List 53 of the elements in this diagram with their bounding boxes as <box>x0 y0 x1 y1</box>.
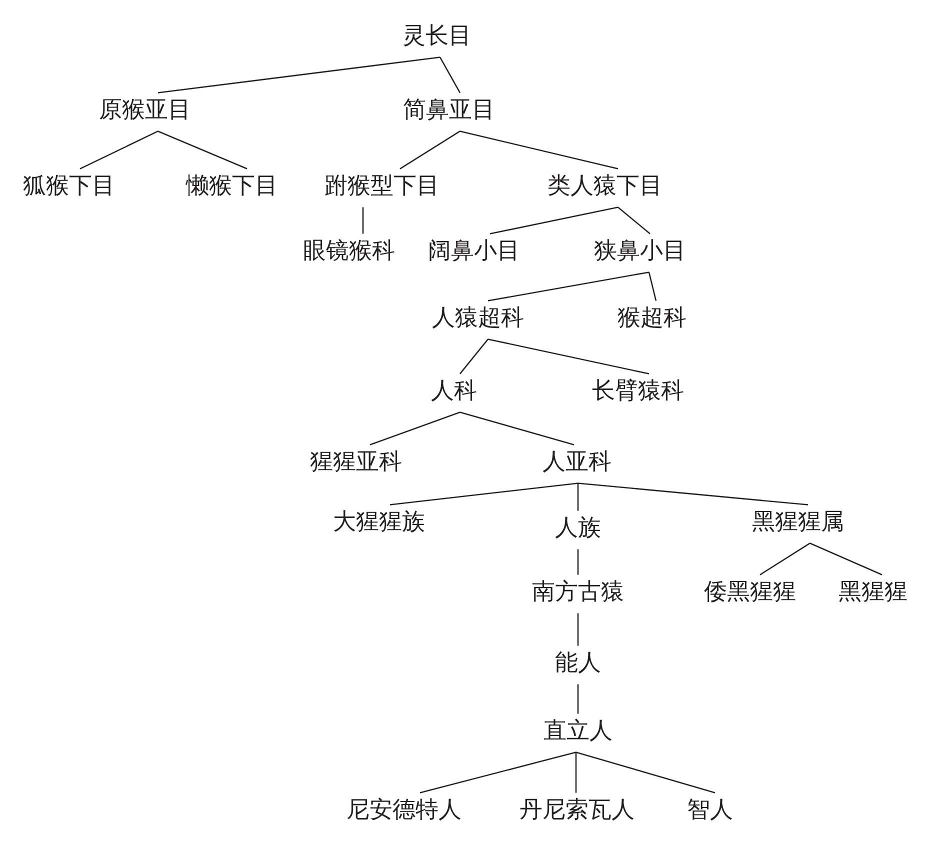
taxon-name: 简鼻亚目 <box>403 96 495 124</box>
taxon-name: 类人猿下目 <box>548 172 662 200</box>
taxon-name: 人科 <box>431 378 477 404</box>
taxon-name: 丹尼索瓦人 <box>520 796 634 824</box>
taxon-name: 人亚科 <box>542 448 612 476</box>
taxon-name: 眼镜猴科 <box>303 238 395 264</box>
taxon-name: 黑猩猩属 <box>752 508 844 536</box>
branch-line <box>576 752 716 794</box>
taxon-name: 倭黑猩猩 <box>704 578 796 606</box>
taxon-name: 狭鼻小目 <box>594 238 686 264</box>
branch-line <box>577 483 579 511</box>
branch-line <box>575 752 577 793</box>
branch-line <box>420 752 576 794</box>
branch-line <box>648 272 657 301</box>
branch-line <box>577 549 579 575</box>
branch-line <box>158 130 248 170</box>
branch-line <box>577 613 579 646</box>
taxon-name: 阔鼻小目 <box>428 238 520 264</box>
branch-line <box>460 338 488 374</box>
branch-line <box>488 272 650 302</box>
taxon-name: 猴超科 <box>618 304 686 332</box>
taxon-name: 黑猩猩 <box>838 578 908 606</box>
branch-line <box>460 412 574 446</box>
branch-line <box>80 130 158 170</box>
branch-line <box>810 542 882 576</box>
taxon-name: 人族 <box>555 514 601 542</box>
branch-line <box>460 130 618 170</box>
taxon-name: 智人 <box>687 796 733 824</box>
branch-line <box>400 130 460 170</box>
branch-line <box>362 207 364 234</box>
branch-line <box>577 684 579 714</box>
taxon-name: 长臂猿科 <box>592 378 684 404</box>
taxon-name: 懒猴下目 <box>186 172 278 200</box>
branch-line <box>578 482 808 506</box>
taxon-name: 人猿超科 <box>432 304 524 332</box>
branch-line <box>760 542 810 576</box>
taxon-name: 南方古猿 <box>532 578 624 606</box>
branch-line <box>390 482 578 506</box>
taxon-name: 猩猩亚科 <box>310 448 402 476</box>
branch-line <box>439 56 461 94</box>
taxon-name: 灵长目 <box>402 22 472 50</box>
taxon-name: 狐猴下目 <box>23 172 115 200</box>
taxon-name: 跗猴型下目 <box>324 172 440 200</box>
branch-line <box>488 338 650 374</box>
branch-line <box>370 412 460 446</box>
branch-line <box>490 206 618 234</box>
taxon-name: 大猩猩族 <box>333 508 425 536</box>
branch-line <box>618 206 650 234</box>
taxon-name: 能人 <box>555 650 601 676</box>
taxon-name: 直立人 <box>544 718 612 744</box>
taxon-name: 尼安德特人 <box>346 796 462 824</box>
taxon-name: 原猴亚目 <box>99 96 191 124</box>
branch-line <box>158 56 440 94</box>
